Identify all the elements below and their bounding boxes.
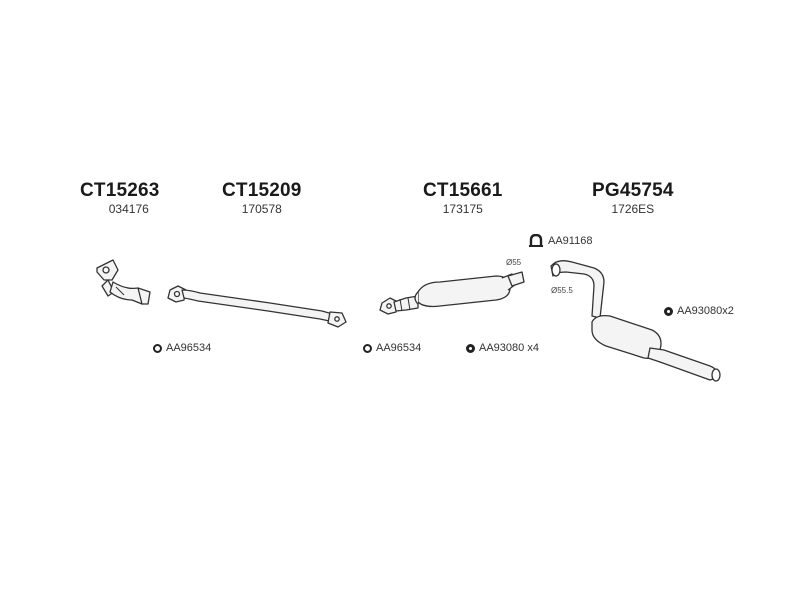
part-reference: 1726ES bbox=[611, 202, 655, 216]
rubber-ring-icon bbox=[664, 306, 673, 316]
accessory-item: AA93080 x4 bbox=[466, 342, 539, 354]
part-reference: 173175 bbox=[442, 202, 483, 216]
centre-silencer-drawing bbox=[379, 271, 525, 315]
part-reference: 170578 bbox=[241, 202, 282, 216]
gasket-ring-icon bbox=[363, 343, 372, 353]
accessory-label: AA96534 bbox=[166, 342, 212, 354]
rubber-ring-icon bbox=[466, 343, 475, 353]
part-code: CT15661 bbox=[423, 180, 503, 201]
rear-silencer-drawing bbox=[550, 260, 721, 382]
part-group-3: CT15661 173175 bbox=[423, 180, 503, 216]
dimension-label: Ø55 bbox=[506, 258, 522, 267]
accessory-item: AA93080x2 bbox=[664, 305, 734, 317]
accessory-label: AA96534 bbox=[376, 342, 422, 354]
part-code: CT15263 bbox=[80, 180, 160, 201]
intermediate-pipe-drawing bbox=[167, 285, 347, 328]
gasket-ring-icon bbox=[153, 343, 162, 353]
part-group-4: PG45754 1726ES bbox=[592, 180, 674, 216]
dimension-label: Ø55.5 bbox=[551, 286, 573, 295]
accessory-label: AA91168 bbox=[548, 235, 593, 247]
front-pipe-flange-drawing bbox=[96, 259, 151, 305]
part-code: CT15209 bbox=[222, 180, 302, 201]
clamp-icon bbox=[529, 234, 543, 247]
accessory-item: AA96534 bbox=[153, 342, 211, 354]
accessory-label: AA93080 x4 bbox=[479, 342, 539, 354]
part-group-2: CT15209 170578 bbox=[222, 180, 302, 216]
accessory-item: AA96534 bbox=[363, 342, 421, 354]
part-code: PG45754 bbox=[592, 180, 674, 201]
accessory-item: AA91168 bbox=[528, 234, 592, 248]
accessory-label: AA93080x2 bbox=[677, 305, 734, 317]
part-reference: 034176 bbox=[108, 202, 149, 216]
part-group-1: CT15263 034176 bbox=[80, 180, 160, 216]
